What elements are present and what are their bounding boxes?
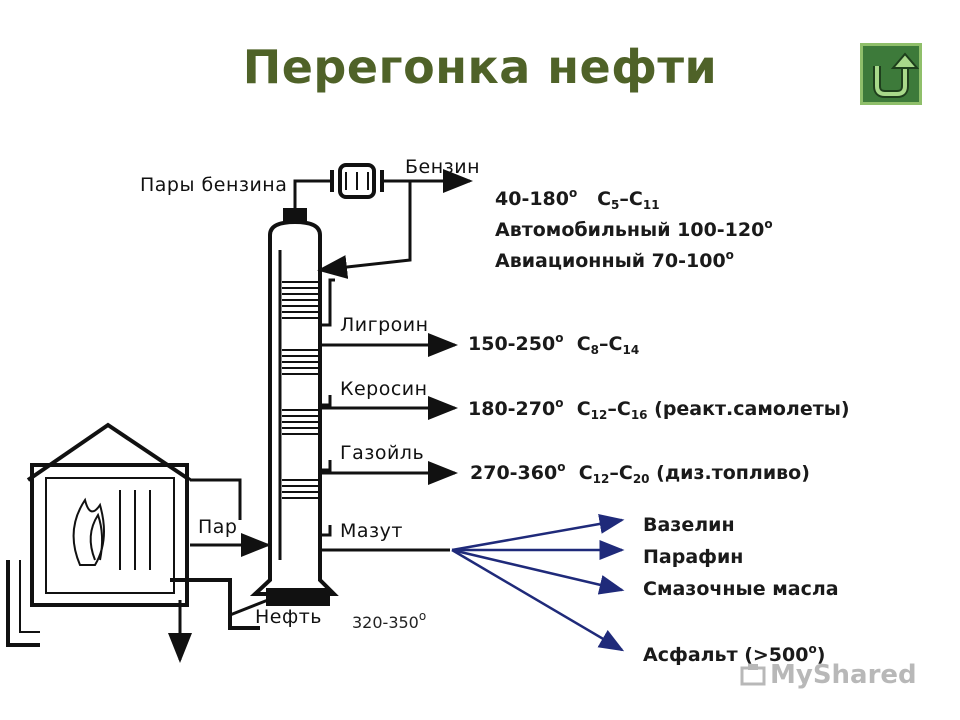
furnace	[6, 422, 260, 663]
label-steam: Пар	[198, 516, 238, 538]
label-fuel-oil: Мазут	[340, 520, 403, 542]
distillation-column	[249, 208, 339, 606]
label-gasoline: Бензин	[405, 156, 481, 178]
page-title: Перегонка нефти	[242, 40, 718, 94]
ligroin-range: 150-250o C8–C14	[468, 331, 640, 357]
label-gasoil: Газойль	[340, 442, 425, 464]
watermark-icon	[740, 664, 766, 686]
kerosene-range: 180-270o C12–C16 (реакт.самолеты)	[468, 396, 850, 422]
label-ligroin: Лигроин	[340, 314, 429, 336]
back-button[interactable]	[860, 43, 922, 105]
label-kerosene: Керосин	[340, 378, 428, 400]
furnace-temperature: 320-350o	[352, 609, 427, 632]
label-vapors: Пары бензина	[140, 174, 288, 196]
column-trays	[282, 281, 318, 499]
watermark: MyShared	[770, 660, 917, 690]
u-turn-arrow-icon	[873, 52, 919, 98]
auto-gasoline: Автомобильный 100-120o	[495, 217, 773, 241]
product-paraffin: Парафин	[643, 546, 744, 568]
product-asphalt: Асфальт (>500o)	[643, 642, 826, 666]
gasoline-range: 40-180o C5–C11	[495, 186, 660, 212]
gasoil-range: 270-360o C12–C20 (диз.топливо)	[470, 460, 810, 486]
product-vaseline: Вазелин	[643, 514, 735, 536]
condenser	[330, 163, 384, 199]
product-lubricants: Смазочные масла	[643, 578, 839, 600]
aviation-gasoline: Авиационный 70-100o	[495, 248, 734, 272]
label-oil: Нефть	[255, 606, 322, 628]
mazut-product-arrows	[451, 514, 625, 652]
